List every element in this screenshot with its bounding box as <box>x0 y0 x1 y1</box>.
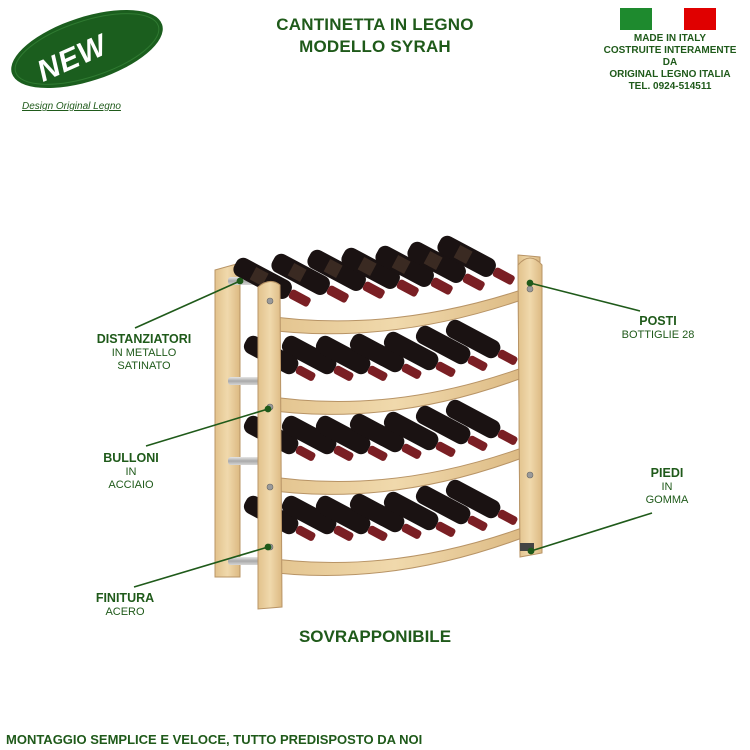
stackable-label: SOVRAPPONIBILE <box>298 627 452 646</box>
callout-posti: POSTI BOTTIGLIE 28 <box>608 314 708 342</box>
badge-ellipse-icon <box>11 9 163 89</box>
callout-line: IN METALLO <box>111 347 177 359</box>
callout-distanziatori: DISTANZIATORI IN METALLO SATINATO <box>72 332 216 373</box>
callout-head: BULLONI <box>103 451 159 465</box>
made-line: TEL. 0924-514511 <box>628 81 712 92</box>
made-line: ORIGINAL LEGNO ITALIA <box>609 69 731 80</box>
italian-flag-icon <box>620 8 716 30</box>
page-title: CANTINETTA IN LEGNO MODELLO SYRAH <box>0 14 750 58</box>
design-credit: Design Original Legno <box>22 101 121 112</box>
callout-line: ACCIAIO <box>108 479 154 491</box>
made-line: DA <box>662 57 678 68</box>
callout-line: IN <box>125 466 137 478</box>
callout-head: DISTANZIATORI <box>96 332 192 346</box>
callout-line: IN <box>661 481 673 493</box>
callout-line: BOTTIGLIE 28 <box>621 329 695 341</box>
rubber-foot-icon <box>520 543 534 551</box>
callout-head: POSTI <box>639 314 677 328</box>
title-line-2: MODELLO SYRAH <box>299 37 451 56</box>
callout-line: ACERO <box>105 606 145 618</box>
callout-line: SATINATO <box>117 360 171 372</box>
callout-bulloni: BULLONI IN ACCIAIO <box>86 451 176 492</box>
made-line: MADE IN ITALY <box>633 33 707 44</box>
callout-line: GOMMA <box>645 494 689 506</box>
callout-head: FINITURA <box>95 591 155 605</box>
callout-head: PIEDI <box>650 466 684 480</box>
footer-text: MONTAGGIO SEMPLICE E VELOCE, TUTTO PREDI… <box>6 732 423 747</box>
callout-finitura: FINITURA ACERO <box>80 591 170 619</box>
made-line: COSTRUITE INTERAMENTE <box>603 45 737 56</box>
made-in-italy-block: MADE IN ITALY COSTRUITE INTERAMENTE DA O… <box>590 33 750 93</box>
title-line-1: CANTINETTA IN LEGNO <box>276 15 474 34</box>
new-badge: NEW <box>6 8 168 90</box>
callout-piedi: PIEDI IN GOMMA <box>622 466 712 507</box>
wine-rack-image <box>214 235 543 610</box>
